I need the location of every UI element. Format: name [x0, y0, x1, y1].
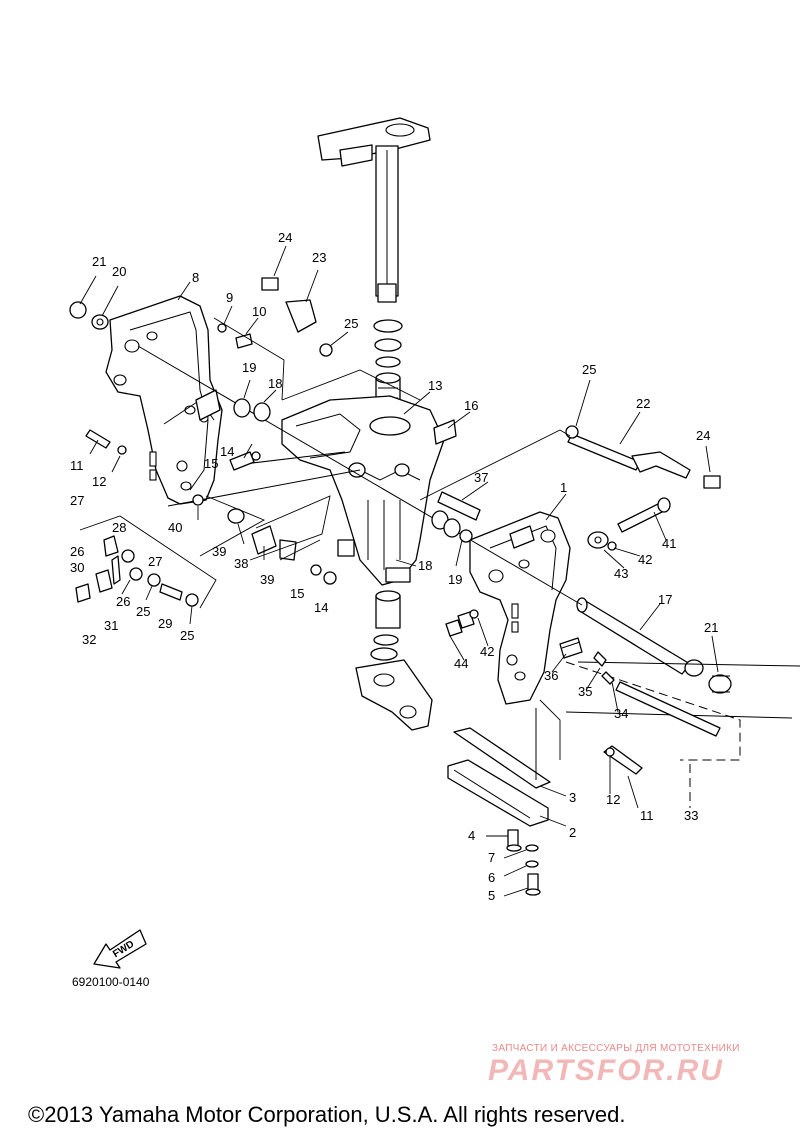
callout-6: 6 — [488, 870, 495, 885]
callout-11-right: 11 — [640, 808, 654, 823]
callout-14-upper: 14 — [220, 444, 234, 459]
group-outlines — [79, 317, 571, 760]
callout-39-b: 39 — [260, 572, 274, 587]
callout-39-a: 39 — [212, 544, 226, 559]
callout-25-center: 25 — [344, 316, 358, 331]
callout-15-upper: 15 — [204, 456, 218, 471]
callout-4: 4 — [468, 828, 475, 843]
swivel-bracket — [281, 395, 445, 586]
lower-steering-arm — [355, 590, 433, 731]
callout-20: 20 — [112, 264, 126, 279]
callout-19-lower: 19 — [448, 572, 462, 587]
callout-33: 33 — [684, 808, 698, 823]
callout-25-left-b: 25 — [180, 628, 194, 643]
watermark-tagline: ЗАПЧАСТИ И АКСЕССУАРЫ ДЛЯ МОТОТЕХНИКИ — [492, 1043, 740, 1054]
callout-30: 30 — [70, 560, 84, 575]
callout-8: 8 — [192, 270, 199, 285]
callout-5: 5 — [488, 888, 495, 903]
callout-44: 44 — [454, 656, 468, 671]
fwd-arrow: FWD — [93, 929, 147, 969]
anode-plate — [447, 708, 551, 827]
callout-19-upper: 19 — [242, 360, 256, 375]
callout-3: 3 — [569, 790, 576, 805]
steering-shaft — [317, 117, 431, 303]
callout-16: 16 — [464, 398, 478, 413]
trim-rod — [565, 651, 800, 808]
callout-29: 29 — [158, 616, 172, 631]
callout-12-right: 12 — [606, 792, 620, 807]
callout-11-left: 11 — [70, 458, 84, 473]
right-clamp-bracket — [469, 511, 571, 705]
diagram-code: 6920100-0140 — [72, 975, 150, 989]
callout-9: 9 — [226, 290, 233, 305]
callout-12-left: 12 — [92, 474, 106, 489]
callout-23: 23 — [312, 250, 326, 265]
small-fasteners — [506, 829, 541, 896]
callout-43: 43 — [614, 566, 628, 581]
callout-32: 32 — [82, 632, 96, 647]
left-clamp-bracket — [105, 295, 223, 505]
right-side-bolts — [445, 497, 671, 659]
callout-41: 41 — [662, 536, 676, 551]
callout-numbers: 1 2 3 4 5 6 7 8 9 10 11 11 11 12 12 12 1… — [70, 230, 718, 903]
callout-7: 7 — [488, 850, 495, 865]
callout-10: 10 — [252, 304, 266, 319]
callout-38: 38 — [234, 556, 248, 571]
callout-24-right: 24 — [696, 428, 710, 443]
left-side-small-parts — [69, 277, 721, 607]
callout-37: 37 — [474, 470, 488, 485]
callout-34: 34 — [614, 706, 628, 721]
callout-18-upper: 18 — [268, 376, 282, 391]
callout-31: 31 — [104, 618, 118, 633]
copyright-notice: ©2013 Yamaha Motor Corporation, U.S.A. A… — [28, 1102, 626, 1127]
callout-21-left: 21 — [92, 254, 106, 269]
callout-22: 22 — [636, 396, 650, 411]
callout-27-a: 27 — [70, 493, 84, 508]
callout-42-upper: 42 — [638, 552, 652, 567]
callout-27-b: 27 — [148, 554, 162, 569]
callout-25-right: 25 — [582, 362, 596, 377]
callout-36: 36 — [544, 668, 558, 683]
callout-15-lower: 15 — [290, 586, 304, 601]
callout-26-b: 26 — [116, 594, 130, 609]
callout-28: 28 — [112, 520, 126, 535]
callout-17: 17 — [658, 592, 672, 607]
callout-21-right: 21 — [704, 620, 718, 635]
callout-18-lower: 18 — [418, 558, 432, 573]
callout-14-lower: 14 — [314, 600, 328, 615]
callout-26-a: 26 — [70, 544, 84, 559]
callout-2: 2 — [569, 825, 576, 840]
tilt-lever-rod — [565, 425, 691, 479]
callout-1: 1 — [560, 480, 567, 495]
callout-35: 35 — [578, 684, 592, 699]
callout-24-upper: 24 — [278, 230, 292, 245]
callout-25-left-a: 25 — [136, 604, 150, 619]
callout-leaders — [79, 245, 719, 897]
callout-40: 40 — [168, 520, 182, 535]
callout-42-lower: 42 — [480, 644, 494, 659]
watermark-logo: PARTSFOR.RU — [488, 1054, 724, 1087]
callout-13: 13 — [428, 378, 442, 393]
